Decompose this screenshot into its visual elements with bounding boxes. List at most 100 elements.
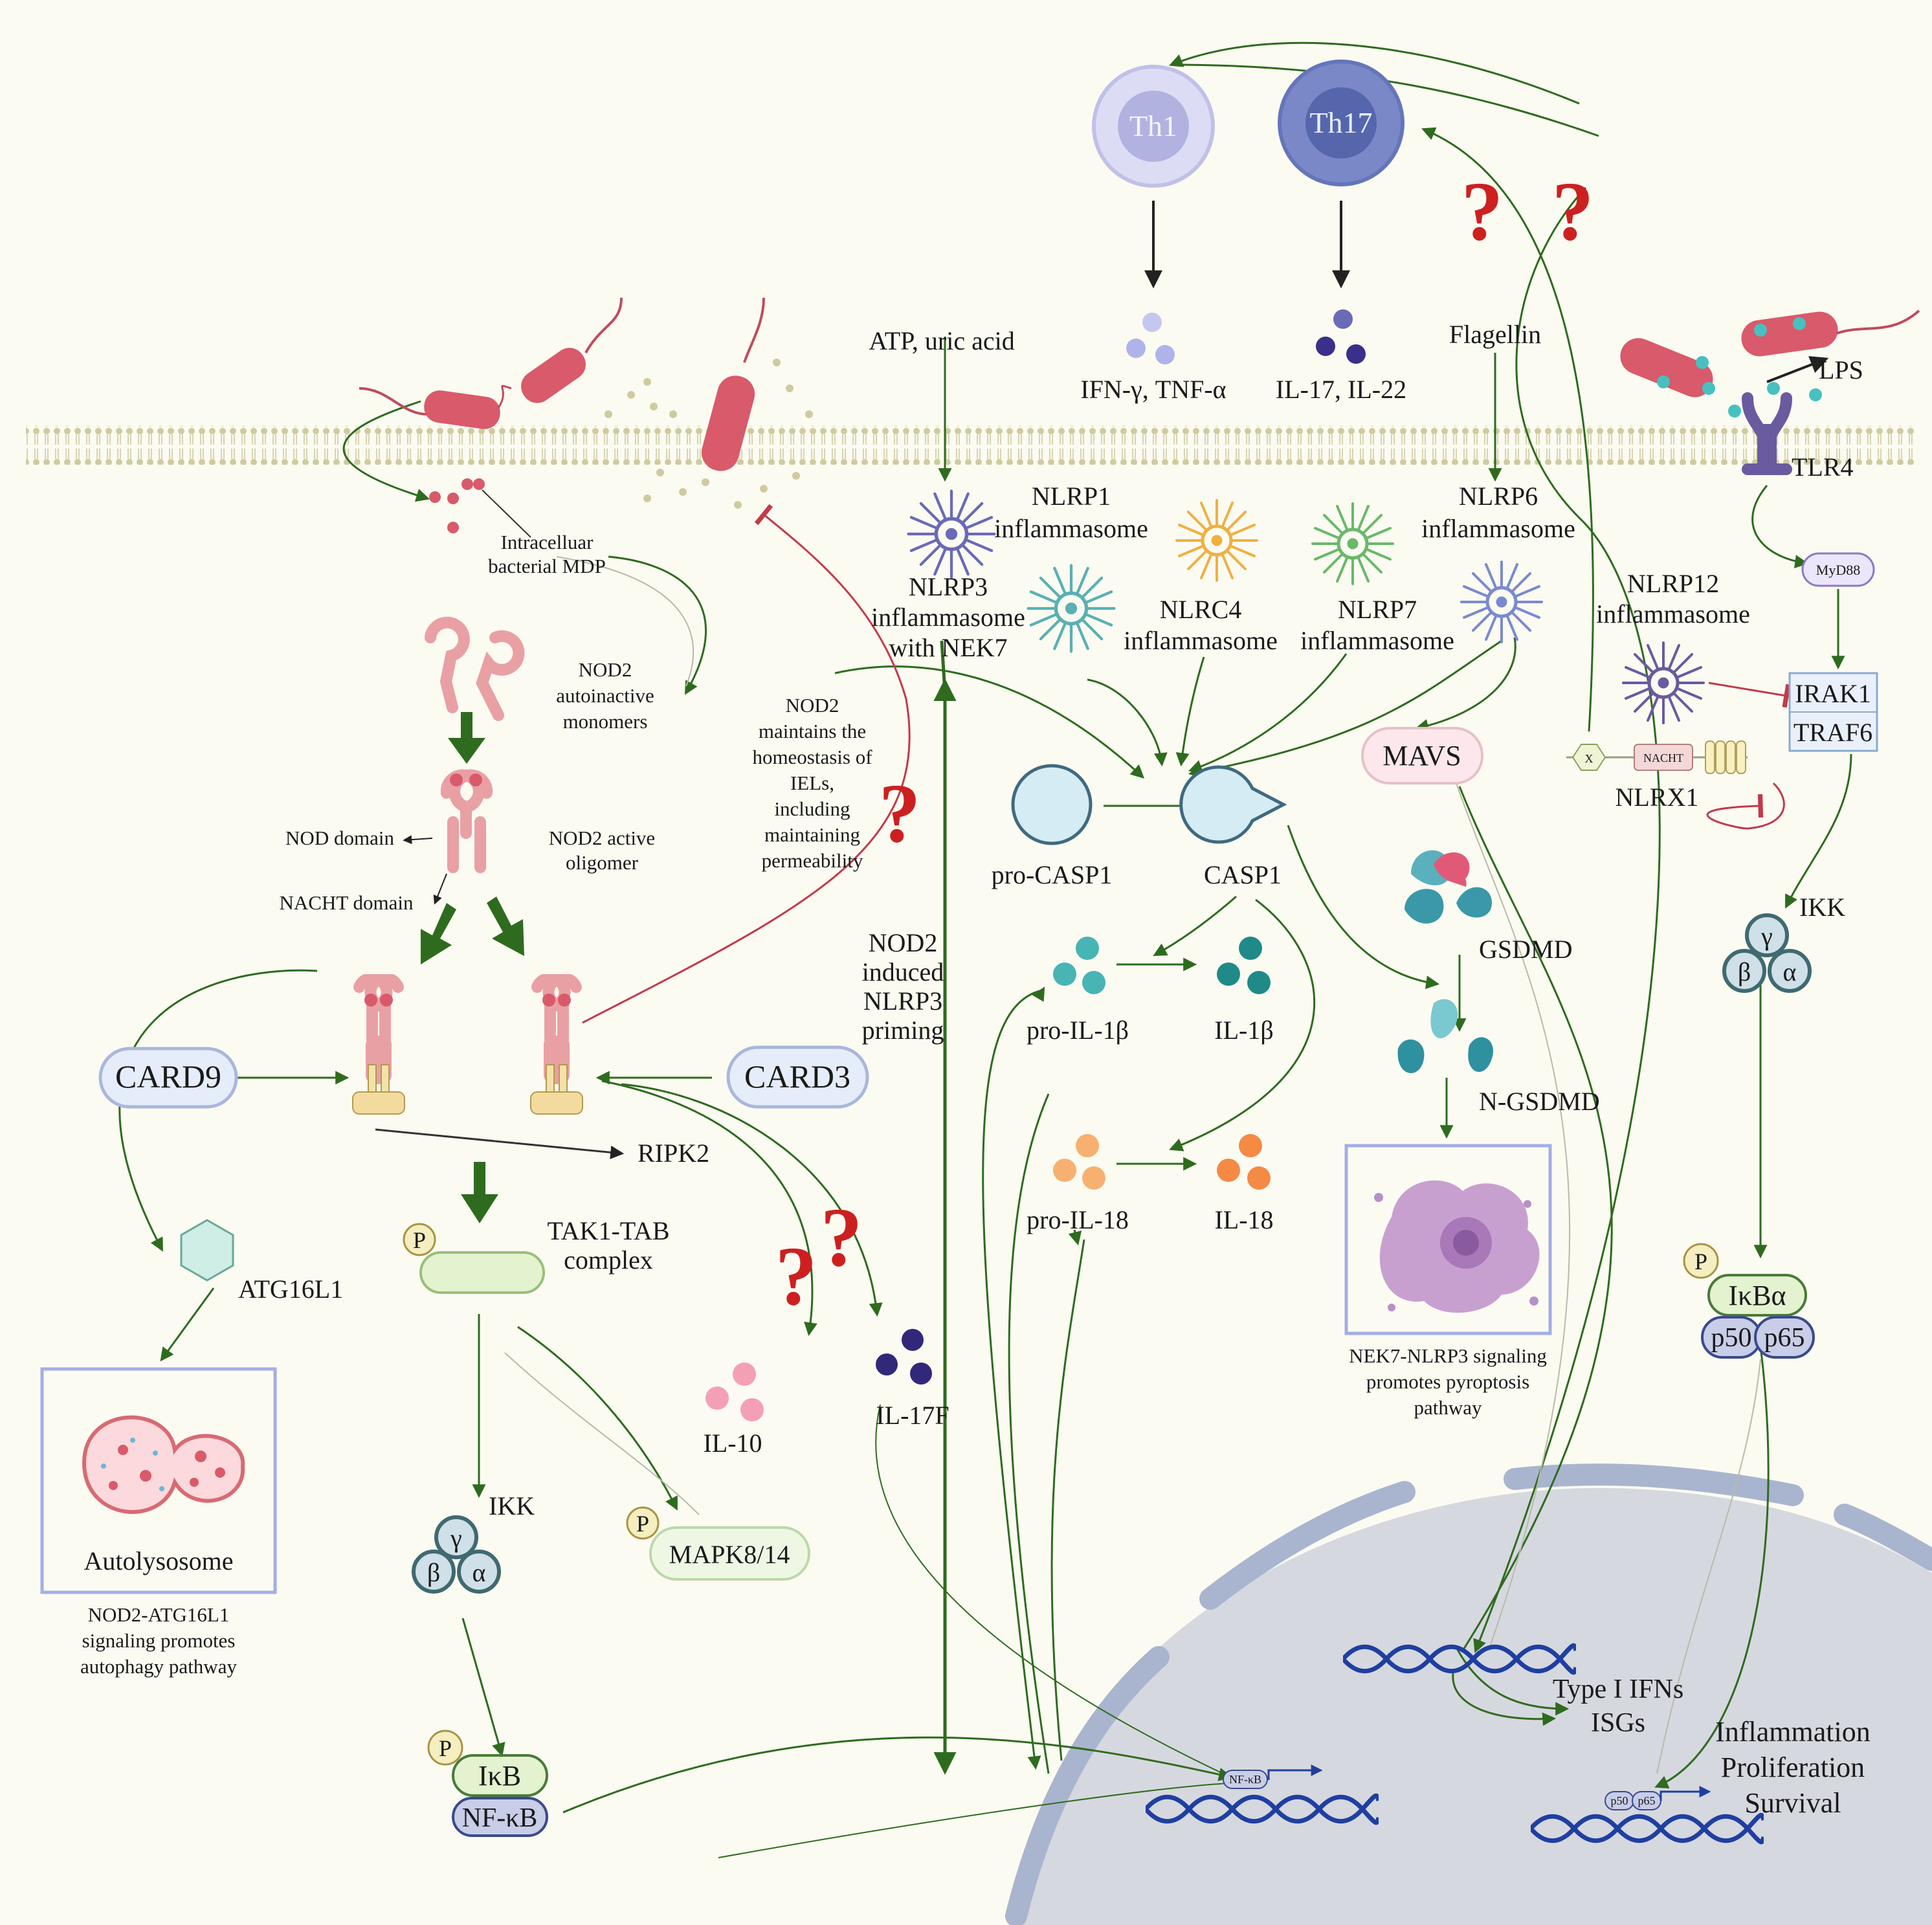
tlr4-label: TLR4: [1792, 452, 1854, 482]
flagellin-label: Flagellin: [1449, 320, 1541, 349]
nod2-mono-3: monomers: [563, 710, 648, 733]
svg-text:pro-CASP1: pro-CASP1: [992, 860, 1113, 889]
nlrx1-label: NLRX1: [1616, 783, 1699, 812]
plasma-membrane: [26, 426, 1916, 465]
th1-cell: Th1: [1092, 65, 1215, 188]
ikb-nfkb-left: P IκB NF-κB: [427, 1730, 548, 1837]
svg-text:maintains the: maintains the: [759, 720, 866, 742]
nlrp3-label-1: NLRP3: [909, 572, 988, 601]
svg-text:promotes pyroptosis: promotes pyroptosis: [1366, 1370, 1529, 1393]
mavs: MAVS: [1361, 727, 1483, 784]
n-gsdmd: N-GSDMD: [1397, 999, 1600, 1116]
svg-text:ATG16L1: ATG16L1: [238, 1274, 343, 1304]
svg-text:NACHT: NACHT: [1643, 751, 1683, 764]
svg-text:IKK: IKK: [489, 1491, 535, 1520]
ikk-right: γ β α IKK: [1722, 893, 1845, 993]
svg-text:MyD88: MyD88: [1816, 562, 1860, 578]
il18-dots: [1217, 1134, 1271, 1190]
svg-text:γ: γ: [1760, 922, 1773, 951]
svg-text:NLRP3: NLRP3: [863, 986, 942, 1016]
mapk-8-14: P MAPK8/14: [626, 1506, 810, 1581]
gsdmd-label: GSDMD: [1479, 935, 1572, 964]
pro-il1b-label: pro-IL-1β: [1027, 1016, 1129, 1045]
pro-il18-dots: [1053, 1134, 1105, 1190]
svg-text:β: β: [427, 1558, 440, 1587]
nlrc4-label-2: inflammasome: [1124, 626, 1278, 655]
svg-text:IELs,: IELs,: [790, 772, 834, 794]
nlrp7-label-1: NLRP7: [1338, 595, 1417, 624]
lps-bacteria: [1620, 309, 1920, 417]
nlrp7-label-2: inflammasome: [1300, 626, 1454, 655]
gsdmd: GSDMD: [1405, 850, 1572, 964]
svg-text:IKK: IKK: [1799, 893, 1845, 922]
svg-text:induced: induced: [862, 957, 944, 986]
svg-text:P: P: [413, 1227, 426, 1253]
nlrp12-inflammasome-icon: [1623, 643, 1704, 723]
pro-il1b-dots: [1053, 937, 1105, 994]
svg-text:NOD2: NOD2: [786, 694, 839, 717]
il10-label: IL-10: [703, 1429, 762, 1458]
svg-text:NOD2-ATG16L1: NOD2-ATG16L1: [88, 1603, 230, 1626]
myd88: MyD88: [1801, 552, 1875, 587]
arrows: [118, 41, 1852, 1858]
card3: CARD3: [726, 1045, 869, 1109]
svg-text:NF-κB: NF-κB: [462, 1803, 538, 1833]
nod2-olig-1: NOD2 active: [549, 827, 655, 849]
svg-text:IRAK1: IRAK1: [1795, 679, 1871, 708]
card9: CARD9: [98, 1047, 238, 1109]
svg-text:pathway: pathway: [1414, 1396, 1482, 1419]
nacht-domain-label: NACHT domain: [280, 891, 414, 914]
svg-text:permeability: permeability: [762, 849, 863, 872]
svg-text:priming: priming: [862, 1016, 944, 1045]
svg-text:maintaining: maintaining: [764, 823, 860, 846]
svg-text:signaling promotes: signaling promotes: [82, 1629, 236, 1652]
th17-cytokines-label: IL-17, IL-22: [1276, 375, 1406, 404]
ripk2-label: RIPK2: [638, 1139, 709, 1168]
nod2-olig-2: oligomer: [566, 851, 639, 874]
inflammation-label: Inflammation: [1715, 1716, 1871, 1748]
th1-cytokines-dots: [1126, 313, 1175, 364]
nod-domain-label: NOD domain: [285, 827, 394, 849]
svg-text:TAK1-TAB: TAK1-TAB: [547, 1216, 669, 1245]
nod2-oligomer: [440, 769, 493, 873]
svg-text:TRAF6: TRAF6: [1793, 718, 1872, 747]
casp1: CASP1: [1179, 765, 1287, 889]
il18-label: IL-18: [1214, 1205, 1273, 1234]
svg-text:including: including: [774, 797, 850, 820]
svg-text:α: α: [1783, 957, 1797, 986]
svg-text:α: α: [472, 1558, 486, 1587]
nod2-monomers: [425, 616, 525, 721]
mdp-label-1: Intracelluar: [501, 531, 594, 553]
nlrp12-label-2: inflammasome: [1596, 599, 1750, 629]
nlrc4-inflammasome-icon: [1028, 566, 1115, 652]
autophagy-note: NOD2-ATG16L1 signaling promotes autophag…: [80, 1603, 237, 1678]
th17-cell: Th17: [1278, 60, 1405, 186]
nlrp6-inflammasome-icon: [1461, 562, 1542, 642]
svg-text:CARD3: CARD3: [744, 1058, 850, 1095]
isgs-label: ISGs: [1591, 1708, 1645, 1738]
nlrp6-label-1: NLRP6: [1459, 482, 1538, 511]
svg-text:p50: p50: [1711, 1323, 1752, 1353]
irak1-traf6: IRAK1 TRAF6: [1788, 672, 1878, 752]
il10-dots: [705, 1363, 764, 1421]
nlrp1-inflammasome-icon: [1177, 500, 1257, 581]
nlrc4-label-1: NLRC4: [1160, 595, 1242, 624]
svg-text:p65: p65: [1764, 1323, 1805, 1353]
nlrp1-label-2: inflammasome: [994, 514, 1148, 543]
bacteria-group: [359, 297, 813, 509]
svg-text:P: P: [1694, 1249, 1707, 1274]
mdp-particles: [429, 478, 485, 533]
svg-text:NOD2: NOD2: [869, 928, 938, 957]
svg-text:IκB: IκB: [478, 1760, 521, 1792]
pro-casp1: pro-CASP1: [992, 764, 1113, 889]
svg-text:p50: p50: [1611, 1794, 1628, 1807]
svg-text:IκBα: IκBα: [1728, 1280, 1786, 1311]
svg-text:NEK7-NLRP3 signaling: NEK7-NLRP3 signaling: [1349, 1344, 1547, 1367]
question-mark-il10: ?: [775, 1230, 817, 1323]
nlrp3-priming-note: NOD2 induced NLRP3 priming: [862, 928, 944, 1045]
thick-arrows: [421, 712, 524, 1223]
type1-ifn-label: Type I IFNs: [1553, 1675, 1683, 1704]
nlrp7-inflammasome-icon: [1313, 504, 1393, 584]
